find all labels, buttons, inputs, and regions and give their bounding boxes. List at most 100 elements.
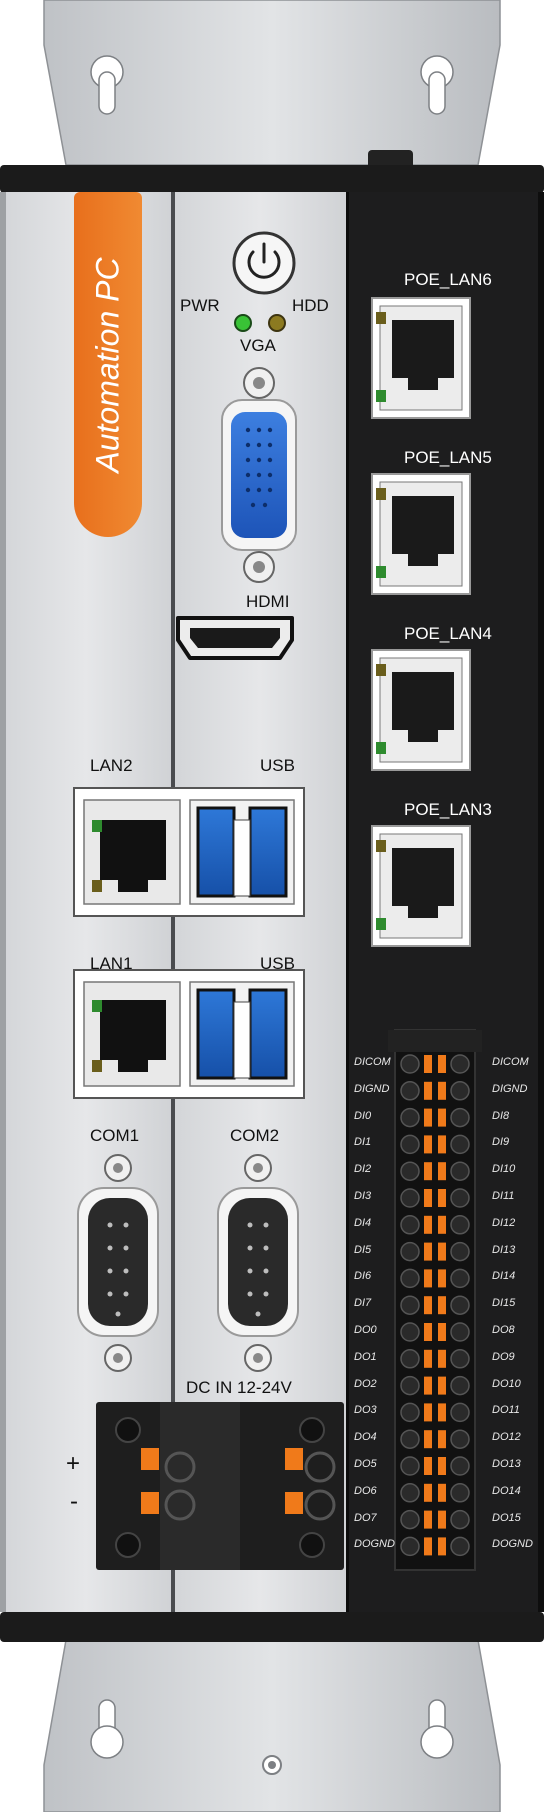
- dio-terminal-hole[interactable]: [450, 1456, 470, 1476]
- poe-lan-port[interactable]: [371, 825, 471, 947]
- usb-port-top[interactable]: [189, 799, 295, 905]
- hdmi-port[interactable]: [176, 616, 294, 660]
- dio-release-tab[interactable]: [424, 1483, 432, 1502]
- dio-terminal-hole[interactable]: [450, 1241, 470, 1262]
- poe-lan-port[interactable]: [371, 297, 471, 419]
- dio-terminal-hole[interactable]: [400, 1134, 420, 1155]
- dio-terminal-hole[interactable]: [450, 1402, 470, 1423]
- dio-terminal-block[interactable]: [388, 1029, 482, 1571]
- dio-release-tab[interactable]: [438, 1510, 446, 1529]
- dio-release-tab[interactable]: [424, 1430, 432, 1449]
- dio-terminal-hole[interactable]: [400, 1509, 420, 1530]
- dio-release-tab[interactable]: [424, 1108, 432, 1127]
- dio-terminal-hole[interactable]: [400, 1429, 420, 1449]
- usb-top-label: USB: [260, 756, 295, 775]
- dio-release-tab[interactable]: [438, 1457, 446, 1475]
- dio-release-tab[interactable]: [438, 1323, 446, 1341]
- dio-terminal-hole[interactable]: [450, 1509, 470, 1530]
- poe-lan-port[interactable]: [371, 649, 471, 771]
- brand-label: Automation PC: [89, 256, 126, 473]
- poe-lan5-label: POE_LAN5: [404, 448, 492, 467]
- dio-release-tab[interactable]: [438, 1162, 446, 1181]
- dio-release-tab[interactable]: [424, 1376, 432, 1395]
- dio-release-tab[interactable]: [424, 1296, 432, 1315]
- dio-terminal-hole[interactable]: [400, 1161, 420, 1181]
- dio-terminal-hole[interactable]: [450, 1081, 470, 1101]
- dio-terminal-hole[interactable]: [400, 1456, 420, 1476]
- poe-lan-port[interactable]: [371, 473, 471, 595]
- usb-port-bottom[interactable]: [189, 981, 295, 1087]
- dc-in-terminal[interactable]: [96, 1402, 344, 1570]
- dio-release-tab[interactable]: [424, 1242, 432, 1261]
- dio-release-tab[interactable]: [424, 1457, 432, 1475]
- lan1-port[interactable]: [83, 981, 181, 1087]
- vga-port[interactable]: [221, 367, 297, 583]
- dio-terminal-hole[interactable]: [400, 1483, 420, 1503]
- dio-release-tab[interactable]: [424, 1510, 432, 1529]
- dio-release-tab[interactable]: [438, 1430, 446, 1449]
- dio-release-tab[interactable]: [424, 1162, 432, 1181]
- dio-terminal-hole[interactable]: [450, 1349, 470, 1369]
- dio-terminal-hole[interactable]: [400, 1188, 420, 1208]
- com1-port[interactable]: [77, 1154, 159, 1372]
- pwr-led: [234, 314, 252, 332]
- dio-terminal-hole[interactable]: [400, 1349, 420, 1369]
- dio-terminal-hole[interactable]: [400, 1295, 420, 1315]
- dio-terminal-hole[interactable]: [400, 1402, 420, 1423]
- dio-release-tab[interactable]: [438, 1215, 446, 1234]
- dio-terminal-hole[interactable]: [450, 1107, 470, 1128]
- dio-terminal-hole[interactable]: [450, 1483, 470, 1503]
- dio-release-tab[interactable]: [424, 1403, 432, 1422]
- dio-release-tab[interactable]: [424, 1135, 432, 1154]
- dio-terminal-hole[interactable]: [450, 1295, 470, 1315]
- dio-terminal-hole[interactable]: [450, 1322, 470, 1342]
- dio-release-tab[interactable]: [424, 1055, 432, 1073]
- dio-terminal-hole[interactable]: [400, 1375, 420, 1396]
- dio-release-tab[interactable]: [438, 1269, 446, 1288]
- dio-release-tab[interactable]: [438, 1296, 446, 1315]
- dio-release-tab[interactable]: [438, 1135, 446, 1154]
- dio-terminal-hole[interactable]: [450, 1054, 470, 1074]
- dio-terminal-hole[interactable]: [400, 1241, 420, 1262]
- dio-release-tab[interactable]: [424, 1081, 432, 1100]
- dio-terminal-hole[interactable]: [450, 1429, 470, 1449]
- dio-release-tab[interactable]: [438, 1376, 446, 1395]
- lan2-label: LAN2: [90, 756, 133, 775]
- dio-terminal-hole[interactable]: [450, 1134, 470, 1155]
- dio-terminal-hole[interactable]: [450, 1188, 470, 1208]
- dio-release-tab[interactable]: [438, 1403, 446, 1422]
- dio-release-tab[interactable]: [424, 1537, 432, 1556]
- dio-release-tab[interactable]: [438, 1483, 446, 1502]
- dio-release-tab[interactable]: [438, 1537, 446, 1556]
- dio-terminal-hole[interactable]: [400, 1107, 420, 1128]
- usb-bottom-label: USB: [260, 954, 295, 973]
- dio-terminal-hole[interactable]: [450, 1375, 470, 1396]
- dio-terminal-hole[interactable]: [400, 1536, 420, 1557]
- dio-release-tab[interactable]: [438, 1349, 446, 1368]
- dio-release-tab[interactable]: [438, 1242, 446, 1261]
- dio-release-tab[interactable]: [438, 1055, 446, 1073]
- dio-left-label: DI3: [354, 1190, 372, 1202]
- dio-terminal-hole[interactable]: [450, 1268, 470, 1289]
- dio-left-label: DO5: [354, 1458, 377, 1470]
- dio-terminal-hole[interactable]: [450, 1215, 470, 1235]
- dio-terminal-hole[interactable]: [400, 1215, 420, 1235]
- dio-terminal-hole[interactable]: [400, 1268, 420, 1289]
- lan2-port[interactable]: [83, 799, 181, 905]
- dio-terminal-hole[interactable]: [400, 1322, 420, 1342]
- dio-release-tab[interactable]: [424, 1323, 432, 1341]
- com2-port[interactable]: [217, 1154, 299, 1372]
- dio-release-tab[interactable]: [438, 1108, 446, 1127]
- dio-release-tab[interactable]: [424, 1269, 432, 1288]
- dio-release-tab[interactable]: [438, 1189, 446, 1207]
- brand-strip: Automation PC: [74, 192, 142, 537]
- dio-terminal-hole[interactable]: [450, 1161, 470, 1181]
- dio-terminal-hole[interactable]: [400, 1054, 420, 1074]
- dio-release-tab[interactable]: [424, 1215, 432, 1234]
- dio-release-tab[interactable]: [424, 1349, 432, 1368]
- pwr-label: PWR: [180, 296, 220, 315]
- dio-terminal-hole[interactable]: [450, 1536, 470, 1557]
- dio-release-tab[interactable]: [438, 1081, 446, 1100]
- dio-release-tab[interactable]: [424, 1189, 432, 1207]
- dio-terminal-hole[interactable]: [400, 1081, 420, 1101]
